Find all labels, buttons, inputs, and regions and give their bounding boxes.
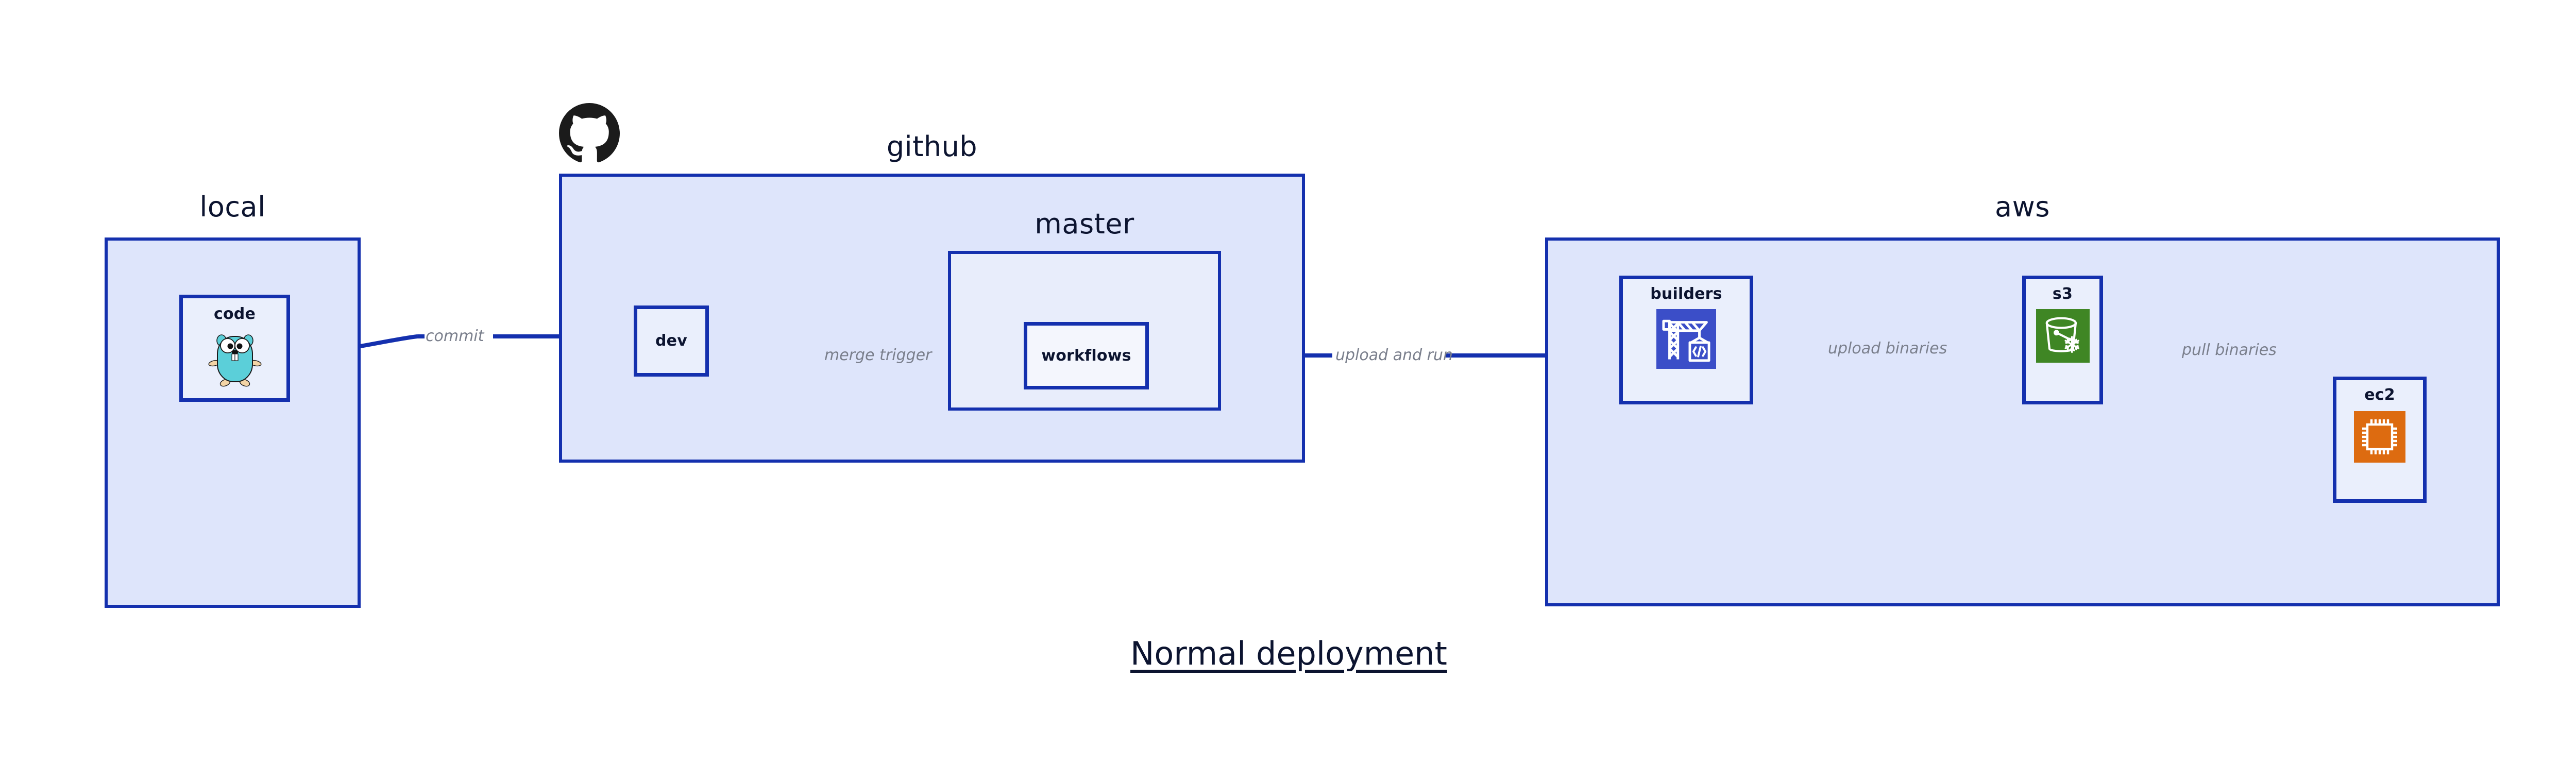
node-label-s3: s3 (2052, 285, 2073, 303)
github-octocat-icon (559, 103, 620, 166)
node-label-code: code (213, 305, 256, 323)
node-label-workflows: workflows (1041, 346, 1131, 365)
edge-label-merge-trigger: merge trigger (824, 346, 932, 364)
node-builders[interactable]: builders (1619, 276, 1753, 404)
node-ec2[interactable]: ec2 (2333, 377, 2427, 503)
node-label-dev: dev (655, 332, 687, 350)
diagram-caption: Normal deployment (1130, 635, 1447, 672)
node-dev[interactable]: dev (634, 305, 709, 377)
node-workflows[interactable]: workflows (1024, 322, 1149, 389)
node-code[interactable]: code (179, 295, 290, 402)
node-label-builders: builders (1650, 285, 1722, 303)
node-s3[interactable]: s3 (2022, 276, 2103, 404)
bucket-snowflake-icon (2036, 309, 2090, 363)
edge-label-commit: commit (426, 327, 484, 345)
edge-label-upload-binaries: upload binaries (1828, 339, 1947, 358)
crane-code-icon (1656, 309, 1716, 369)
cpu-chip-icon (2354, 411, 2405, 463)
edge-label-upload-and-run: upload and run (1335, 346, 1453, 364)
edge-label-pull-binaries: pull binaries (2182, 341, 2277, 359)
cluster-title-aws: aws (1995, 191, 2050, 223)
cluster-title-local: local (199, 191, 266, 223)
cluster-title-github: github (886, 130, 978, 163)
subcluster-title-master: master (1035, 208, 1134, 240)
go-gopher-icon (208, 329, 262, 387)
node-label-ec2: ec2 (2364, 386, 2395, 404)
cluster-local (105, 237, 361, 608)
